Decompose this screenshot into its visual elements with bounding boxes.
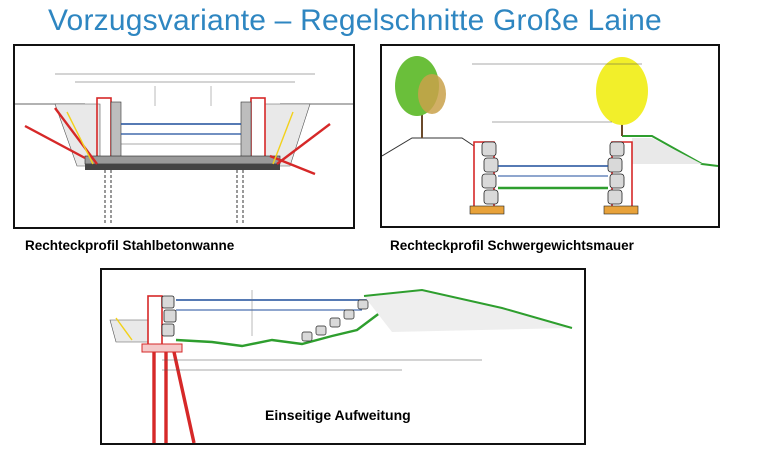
channel-bed [84, 155, 281, 165]
anchor-left-1 [24, 124, 86, 160]
section-drawing-schwergewichtsmauer [382, 56, 718, 215]
anchor-left-2 [54, 107, 98, 165]
stone-blocks-left [481, 141, 499, 205]
stone-blocks [161, 295, 177, 337]
section-drawing-aufweitung [109, 288, 573, 443]
diagram-stahlbetonwanne [13, 44, 355, 229]
slide-title: Vorzugsvariante – Regelschnitte Große La… [48, 4, 662, 37]
pile-3 [172, 351, 196, 443]
caption-schwergewichtsmauer: Rechteckprofil Schwergewichtsmauer [390, 238, 634, 253]
stone-blocks-right [607, 141, 625, 205]
anchor-right-2 [269, 154, 316, 176]
diagram-einseitige-aufweitung [100, 268, 586, 445]
stone-slope [301, 299, 369, 342]
foundation-right [603, 205, 639, 215]
base-slab [85, 164, 280, 170]
embankment-fill [364, 290, 572, 332]
geotextile-right [272, 111, 294, 165]
geotextile-left [115, 317, 133, 341]
embankment-grass [363, 288, 573, 329]
terrain-right-grass [622, 135, 718, 167]
backfill-right [632, 138, 702, 164]
foundation-left [469, 205, 505, 215]
foundation-slab [141, 343, 183, 353]
tree-left [395, 56, 446, 138]
caption-einseitige-aufweitung: Einseitige Aufweitung [265, 407, 411, 423]
bed-grass [175, 299, 398, 348]
diagram-schwergewichtsmauer [380, 44, 720, 228]
section-drawing-stahlbetonwanne [15, 73, 353, 224]
caption-stahlbetonwanne: Rechteckprofil Stahlbetonwanne [25, 238, 235, 253]
geotextile-left [66, 111, 94, 165]
tree-right [596, 57, 648, 136]
anchor-right-1 [276, 123, 331, 165]
terrain-left [382, 137, 475, 157]
wall-left [147, 295, 163, 347]
